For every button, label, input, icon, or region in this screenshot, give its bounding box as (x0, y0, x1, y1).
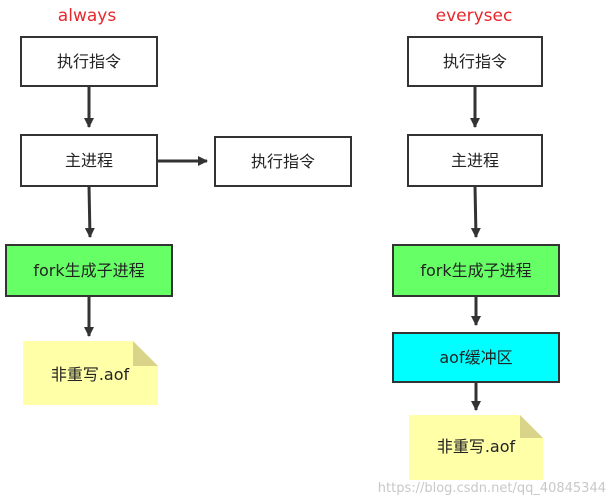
always-exec-top-label: 执行指令 (57, 52, 121, 71)
everysec-aof-buffer-box: aof缓冲区 (392, 332, 560, 383)
always-aof-note-label: 非重写.aof (51, 365, 130, 384)
always-fork-box: fork生成子进程 (5, 244, 173, 297)
everysec-title: everysec (436, 6, 513, 26)
always-arrow-main-to-fork (84, 185, 95, 238)
always-exec-side-box: 执行指令 (214, 136, 352, 187)
watermark-text: https://blog.csdn.net/qq_40845344 (378, 481, 606, 496)
everysec-aof-buffer-label: aof缓冲区 (439, 348, 512, 367)
everysec-aof-note: 非重写.aof (409, 415, 543, 480)
always-fork-label: fork生成子进程 (33, 261, 144, 280)
everysec-fork-box: fork生成子进程 (392, 244, 560, 297)
everysec-arrow-main-to-fork (470, 185, 481, 238)
always-exec-top-box: 执行指令 (20, 36, 158, 87)
always-exec-side-label: 执行指令 (251, 152, 315, 171)
everysec-main-process-box: 主进程 (407, 134, 543, 187)
everysec-fork-label: fork生成子进程 (420, 261, 531, 280)
always-main-process-label: 主进程 (65, 151, 113, 170)
everysec-main-process-label: 主进程 (451, 151, 499, 170)
everysec-exec-top-label: 执行指令 (443, 52, 507, 71)
everysec-exec-top-box: 执行指令 (407, 36, 543, 87)
always-title: always (58, 6, 117, 26)
always-aof-note: 非重写.aof (23, 341, 158, 405)
always-main-process-box: 主进程 (20, 134, 158, 187)
everysec-aof-note-label: 非重写.aof (437, 437, 516, 456)
